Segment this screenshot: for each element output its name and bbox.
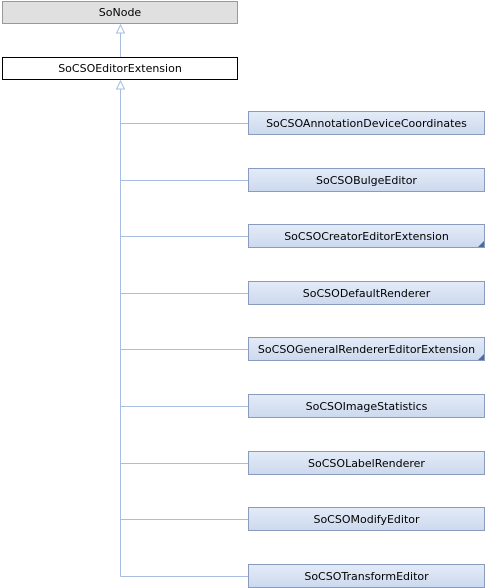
node-label: SoCSOCreatorEditorExtension: [284, 229, 449, 243]
node-label: SoCSOModifyEditor: [313, 512, 420, 526]
node-label: SoCSOLabelRenderer: [308, 456, 425, 470]
node-label: SoCSOImageStatistics: [305, 399, 428, 413]
node-socsoeditorextension[interactable]: SoCSOEditorExtension: [2, 57, 238, 80]
node-sonode[interactable]: SoNode: [2, 1, 238, 24]
node-label: SoCSOAnnotationDeviceCoordinates: [266, 116, 467, 130]
node-child-1[interactable]: SoCSOBulgeEditor: [248, 168, 485, 192]
node-label: SoNode: [98, 6, 142, 19]
node-child-6[interactable]: SoCSOLabelRenderer: [248, 451, 485, 475]
node-label: SoCSOTransformEditor: [304, 569, 429, 583]
node-child-8[interactable]: SoCSOTransformEditor: [248, 564, 485, 588]
edge-arrowhead: [115, 23, 126, 34]
node-label: SoCSODefaultRenderer: [302, 286, 431, 300]
more-subclasses-marker-icon: [478, 241, 484, 247]
node-child-4[interactable]: SoCSOGeneralRendererEditorExtension: [248, 337, 485, 361]
node-child-5[interactable]: SoCSOImageStatistics: [248, 394, 485, 418]
node-child-2[interactable]: SoCSOCreatorEditorExtension: [248, 224, 485, 248]
more-subclasses-marker-icon: [478, 354, 484, 360]
node-label: SoCSOBulgeEditor: [316, 173, 417, 187]
node-child-7[interactable]: SoCSOModifyEditor: [248, 507, 485, 531]
node-child-3[interactable]: SoCSODefaultRenderer: [248, 281, 485, 305]
node-label: SoCSOEditorExtension: [58, 62, 182, 75]
node-label: SoCSOGeneralRendererEditorExtension: [257, 342, 476, 356]
edge-arrowhead: [115, 79, 126, 90]
node-child-0[interactable]: SoCSOAnnotationDeviceCoordinates: [248, 111, 485, 135]
